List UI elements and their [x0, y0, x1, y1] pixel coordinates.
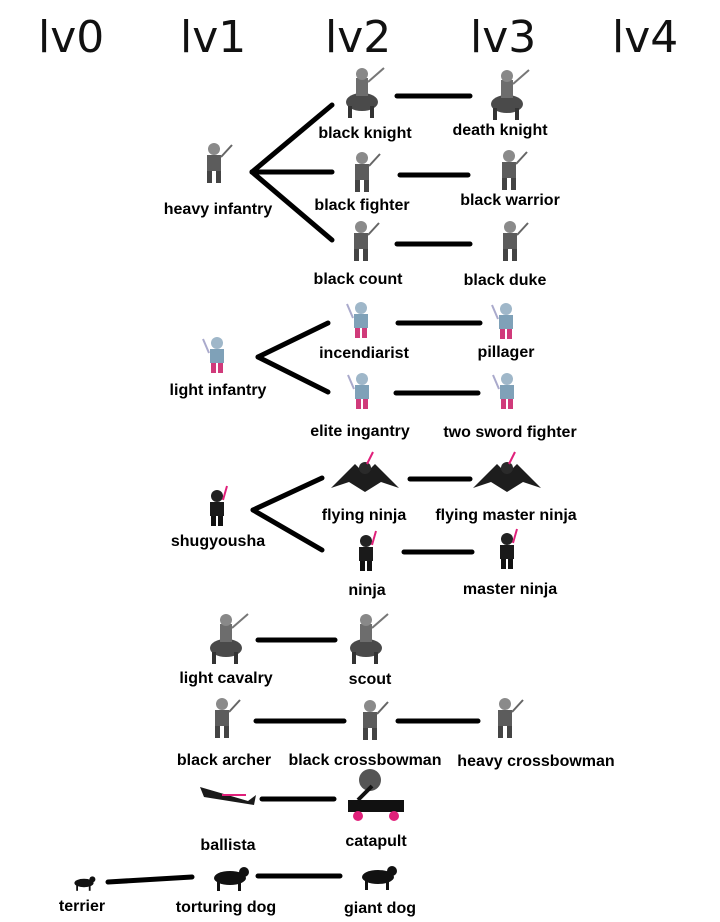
death-knight-sprite: [490, 69, 530, 121]
unit-label-catapult: catapult: [345, 833, 407, 850]
level-header-3: lv3: [470, 12, 537, 63]
catapult-sprite: [348, 769, 404, 821]
black-archer-sprite: [214, 697, 241, 739]
unit-label-two-sword-fighter: two sword fighter: [443, 424, 577, 441]
unit-label-ninja: ninja: [348, 582, 386, 599]
unit-label-light-cavalry: light cavalry: [179, 670, 273, 687]
connector-line: [250, 475, 325, 513]
ninja-sprite: [358, 530, 377, 572]
scout-sprite: [349, 613, 389, 665]
level-header-2: lv2: [325, 12, 392, 63]
heavy-infantry-sprite: [206, 142, 233, 184]
black-count-sprite: [353, 220, 380, 262]
connector-line: [255, 320, 331, 360]
connector-line: [249, 169, 335, 243]
unit-label-black-fighter: black fighter: [314, 197, 410, 214]
unit-label-shugyousha: shugyousha: [170, 533, 266, 550]
unit-label-heavy-infantry: heavy infantry: [163, 201, 273, 218]
unit-label-incendiarist: incendiarist: [319, 345, 409, 362]
level-header-1: lv1: [180, 12, 247, 63]
pillager-sprite: [491, 302, 514, 340]
unit-label-giant-dog: giant dog: [344, 900, 416, 917]
connector-line: [249, 102, 335, 175]
unit-label-black-knight: black knight: [318, 125, 412, 142]
unit-label-death-knight: death knight: [452, 122, 548, 139]
unit-label-flying-ninja: flying ninja: [321, 507, 407, 524]
unit-label-black-duke: black duke: [463, 272, 547, 289]
connector-line: [250, 507, 325, 553]
unit-label-terrier: terrier: [58, 898, 106, 915]
master-ninja-sprite: [499, 528, 518, 570]
shugyousha-sprite: [209, 485, 228, 527]
unit-label-black-warrior: black warrior: [460, 192, 560, 209]
terrier-sprite: [74, 876, 96, 891]
unit-label-flying-master-ninja: flying master ninja: [435, 507, 577, 524]
unit-label-ballista: ballista: [200, 837, 256, 854]
black-knight-sprite: [345, 67, 385, 119]
flying-ninja-sprite: [330, 451, 400, 493]
unit-label-scout: scout: [348, 671, 392, 688]
heavy-crossbowman-sprite: [497, 697, 524, 739]
unit-label-black-count: black count: [313, 271, 403, 288]
unit-label-black-crossbowman: black crossbowman: [288, 752, 442, 769]
connector-line: [105, 874, 195, 885]
ballista-sprite: [200, 787, 256, 805]
unit-label-pillager: pillager: [477, 344, 535, 361]
two-sword-fighter-sprite: [492, 372, 515, 410]
light-cavalry-sprite: [209, 613, 249, 665]
connector-line: [255, 354, 331, 395]
light-infantry-sprite: [202, 336, 225, 374]
black-crossbowman-sprite: [362, 699, 389, 741]
giant-dog-sprite: [362, 866, 397, 890]
unit-label-light-infantry: light infantry: [169, 382, 267, 399]
black-warrior-sprite: [501, 149, 528, 191]
incendiarist-sprite: [346, 301, 369, 339]
torturing-dog-sprite: [214, 867, 249, 891]
unit-label-elite-ingantry: elite ingantry: [310, 423, 410, 440]
unit-label-torturing-dog: torturing dog: [175, 899, 277, 916]
black-fighter-sprite: [354, 151, 381, 193]
level-header-4: lv4: [612, 12, 679, 63]
flying-master-ninja-sprite: [472, 451, 542, 493]
unit-label-heavy-crossbowman: heavy crossbowman: [457, 753, 615, 770]
unit-label-black-archer: black archer: [176, 752, 272, 769]
unit-label-master-ninja: master ninja: [462, 581, 558, 598]
black-duke-sprite: [502, 220, 529, 262]
elite-ingantry-sprite: [347, 372, 370, 410]
level-header-0: lv0: [38, 12, 105, 63]
